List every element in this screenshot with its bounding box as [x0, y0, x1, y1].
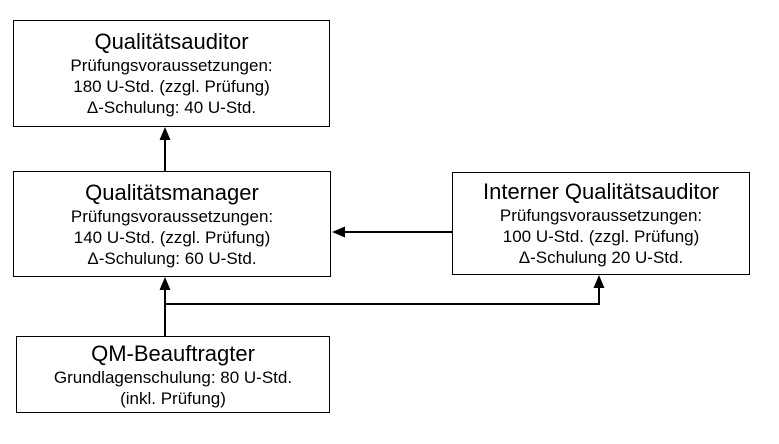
node-text-line: Prüfungsvoraussetzungen: [70, 206, 274, 226]
node-qualitaetsauditor: Qualitätsauditor Prüfungsvoraussetzungen… [13, 20, 330, 127]
node-text-line: 140 U-Std. (zzgl. Prüfung) [73, 227, 271, 247]
node-text-line: Grundlagenschulung: 80 U-Std. [53, 367, 293, 387]
arrowhead-up-icon [159, 277, 171, 290]
node-title: Qualitätsauditor [94, 29, 249, 54]
arrow-qualitaetsmanager-to-qualitaetsauditor [159, 127, 171, 171]
node-interner-qualitaetsauditor: Interner Qualitätsauditor Prüfungsvoraus… [452, 172, 750, 275]
node-title: Interner Qualitätsauditor [482, 179, 720, 204]
arrowhead-up-icon [159, 127, 171, 140]
node-text-line: (inkl. Prüfung) [120, 388, 226, 408]
node-text-line: Δ-Schulung: 60 U-Std. [87, 248, 257, 268]
node-text-line: Δ-Schulung 20 U-Std. [518, 248, 684, 267]
node-qm-beauftragter: QM-Beauftragter Grundlagenschulung: 80 U… [16, 336, 330, 413]
node-text-line: Δ-Schulung: 40 U-Std. [86, 98, 257, 117]
arrowhead-up-icon [593, 275, 605, 288]
node-text-line: Prüfungsvoraussetzungen: [499, 206, 703, 225]
arrow-qm-beauftragter-to-interner-qualitaetsauditor [165, 275, 605, 305]
node-title: QM-Beauftragter [91, 340, 255, 366]
node-title: Qualitätsmanager [85, 179, 259, 205]
arrowhead-left-icon [332, 226, 345, 238]
node-text-line: Prüfungsvoraussetzungen: [70, 56, 273, 75]
arrow-interner-qualitaetsauditor-to-qualitaetsmanager [332, 226, 452, 238]
node-qualitaetsmanager: Qualitätsmanager Prüfungsvoraussetzungen… [13, 171, 331, 277]
arrow-qm-beauftragter-to-qualitaetsmanager [159, 277, 171, 336]
node-text-line: 180 U-Std. (zzgl. Prüfung) [73, 77, 270, 96]
node-text-line: 100 U-Std. (zzgl. Prüfung) [502, 227, 700, 246]
